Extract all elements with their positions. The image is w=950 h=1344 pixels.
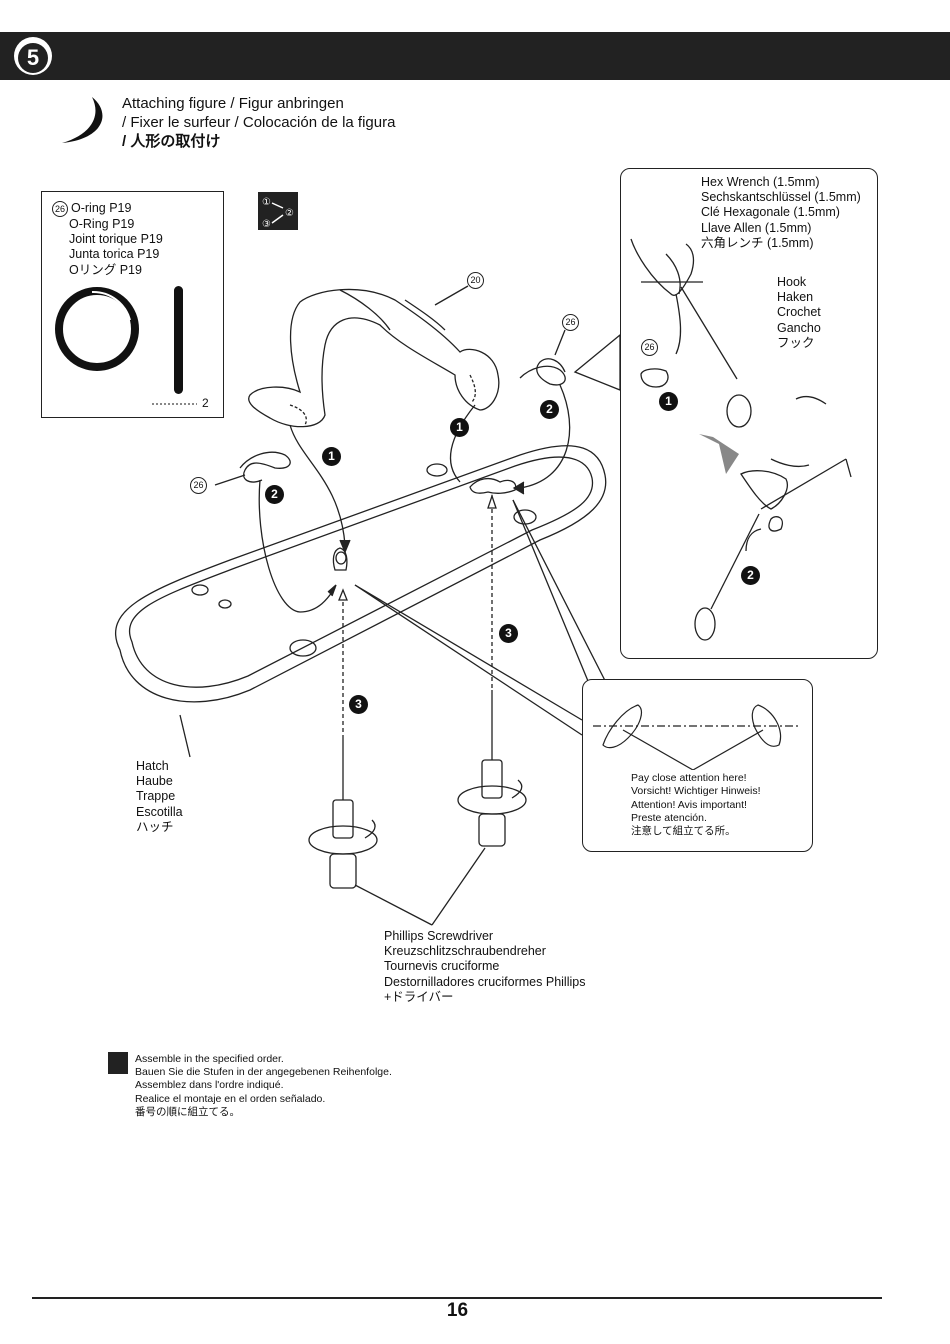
tool-box-step-2: 2 — [741, 566, 760, 585]
order-icon-1: ① — [262, 197, 271, 208]
assembly-order-icon: ① ② ③ — [258, 192, 298, 230]
page-number: 16 — [446, 1300, 469, 1321]
screwdriver-left — [308, 735, 378, 889]
title-line-2: / Fixer le surfeur / Colocación de la fi… — [122, 114, 396, 131]
attention-box: Pay close attention here! Vorsicht! Wich… — [582, 679, 813, 852]
assembly-order-note-icon — [108, 1052, 128, 1074]
screwdriver-right — [457, 690, 527, 847]
part-callout-oring-left: 26 — [190, 477, 207, 494]
part-callout-oring-right: 26 — [562, 314, 579, 331]
part-name-fr: Joint torique P19 — [69, 232, 163, 247]
hatch-label: Hatch Haube Trappe Escotilla ハッチ — [136, 759, 183, 834]
step-mark-3-right: 3 — [499, 624, 518, 643]
oring-right — [519, 358, 566, 386]
tool-detail-box: Hex Wrench (1.5mm) Sechskantschlüssel (1… — [620, 168, 878, 659]
part-callout-figure: 20 — [467, 272, 484, 289]
knob-right — [469, 477, 517, 494]
hatch-inner-outline — [129, 456, 594, 688]
tool-box-part-callout: 26 — [641, 339, 658, 356]
step-mark-2-right: 2 — [540, 400, 559, 419]
tool-box-step-1: 1 — [659, 392, 678, 411]
attention-drawing — [593, 704, 801, 770]
oring-left — [239, 451, 291, 483]
knob-left — [332, 547, 348, 571]
part-quantity: 2 — [202, 396, 209, 410]
order-icon-3: ③ — [262, 219, 271, 230]
assembly-order-note: Assemble in the specified order. Bauen S… — [135, 1053, 392, 1118]
screwdriver-label: Phillips Screwdriver Kreuzschlitzschraub… — [384, 929, 586, 1004]
part-name-es: Junta torica P19 — [69, 247, 160, 262]
hatch-outline — [114, 445, 607, 703]
title-line-3: / 人形の取付け — [122, 133, 221, 150]
attention-text: Pay close attention here! Vorsicht! Wich… — [631, 772, 761, 838]
step-mark-2-left: 2 — [265, 485, 284, 504]
tool-detail-drawing — [630, 238, 852, 641]
title-line-1: Attaching figure / Figur anbringen — [122, 95, 344, 112]
crescent-icon — [62, 97, 103, 143]
part-name-de: O-Ring P19 — [69, 217, 135, 231]
oring-drawing — [55, 286, 197, 405]
part-name-jp: Oリング P19 — [69, 262, 142, 277]
step-mark-1-left: 1 — [322, 447, 341, 466]
hook-label: Hook Haken Crochet Gancho フック — [777, 275, 821, 350]
part-number-badge: 26 — [52, 201, 68, 217]
order-icon-2: ② — [285, 208, 294, 219]
down-arrow-icon — [699, 434, 739, 474]
step-header-bar: 5 — [0, 32, 950, 80]
step-mark-1-right: 1 — [450, 418, 469, 437]
step-title: Attaching figure / Figur anbringen / Fix… — [122, 94, 395, 151]
footer-rule — [32, 1297, 882, 1299]
step-mark-3-left: 3 — [349, 695, 368, 714]
hex-wrench-label: Hex Wrench (1.5mm) Sechskantschlüssel (1… — [701, 175, 861, 250]
step-number-badge: 5 — [14, 37, 52, 75]
part-name-en: O-ring P19 — [71, 201, 132, 215]
figure-outline — [248, 288, 500, 428]
